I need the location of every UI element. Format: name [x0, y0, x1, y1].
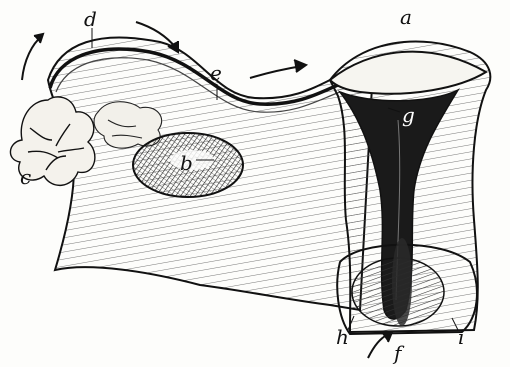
label-i: i — [458, 325, 464, 349]
label-g: g — [402, 103, 415, 127]
label-e: e — [210, 61, 222, 85]
label-d: d — [84, 7, 97, 31]
arrow-f — [368, 332, 392, 358]
arrow-c — [22, 34, 43, 80]
label-a: a — [400, 5, 412, 29]
arrow-e — [250, 60, 306, 78]
label-b: b — [180, 151, 193, 175]
label-h: h — [336, 325, 349, 349]
label-f: f — [392, 341, 405, 365]
label-c: c — [20, 165, 31, 189]
